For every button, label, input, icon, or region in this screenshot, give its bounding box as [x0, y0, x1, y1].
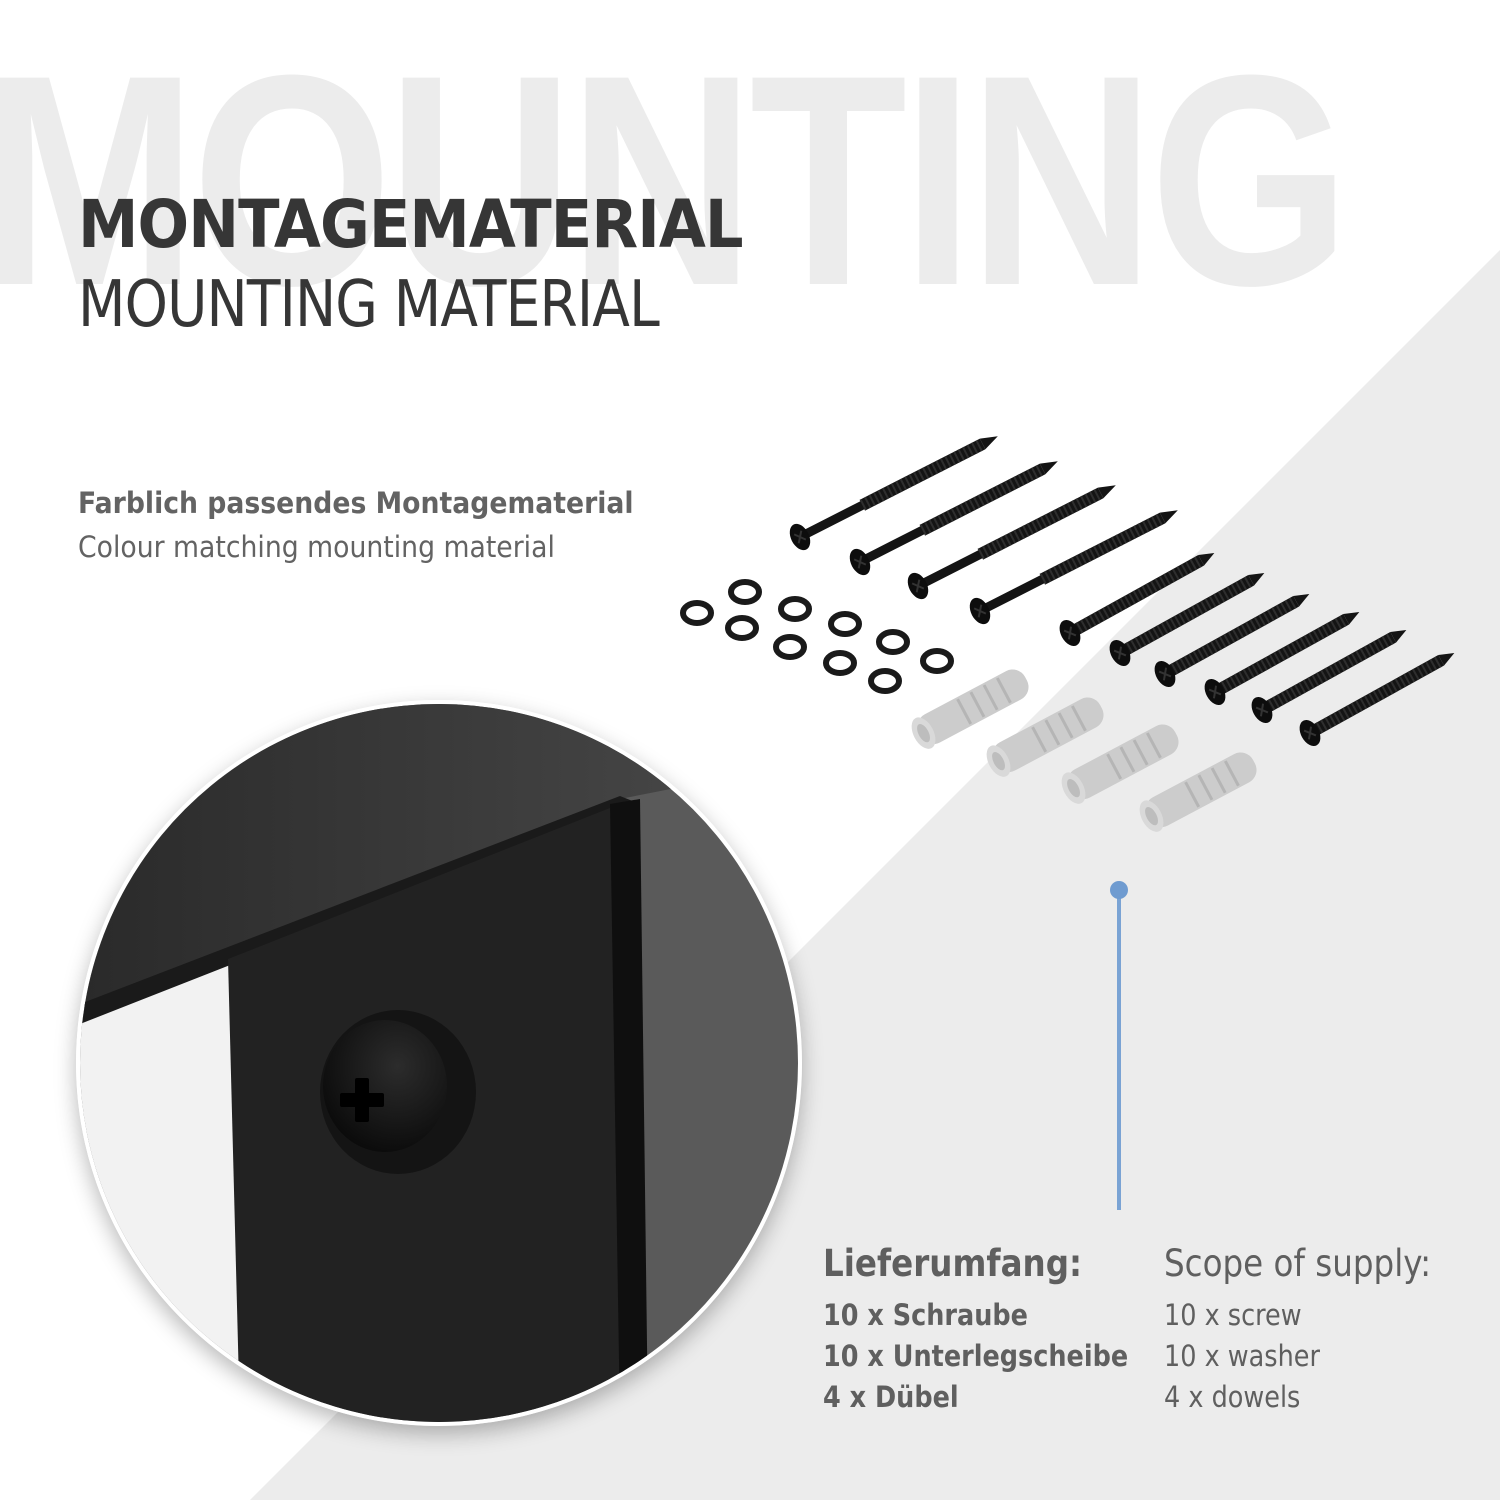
scope-item: 4 x Dübel — [823, 1380, 959, 1414]
page-title-german: MONTAGEMATERIAL — [78, 186, 744, 263]
detail-circle-image — [76, 700, 802, 1426]
page-title-english: MOUNTING MATERIAL — [78, 268, 660, 342]
feature-subtitle-german: Farblich passendes Montagematerial — [78, 486, 634, 520]
washers — [683, 582, 951, 691]
feature-subtitle-english: Colour matching mounting material — [78, 530, 555, 564]
scope-item: 10 x Schraube — [823, 1298, 1028, 1332]
scope-of-supply-english: Scope of supply: 10 x screw 10 x washer … — [1164, 1242, 1468, 1418]
callout-line — [1117, 888, 1121, 1210]
scope-item: 10 x Unterlegscheibe — [823, 1339, 1129, 1373]
scope-heading-german: Lieferumfang: — [823, 1242, 1083, 1285]
short-screws — [1055, 541, 1461, 750]
scope-item: 10 x washer — [1164, 1339, 1320, 1373]
scope-item: 4 x dowels — [1164, 1380, 1301, 1414]
background-watermark: MOUNTING — [0, 12, 1350, 348]
scope-item: 10 x screw — [1164, 1298, 1302, 1332]
scope-of-supply-german: Lieferumfang: 10 x Schraube 10 x Unterle… — [823, 1242, 1170, 1418]
callout-dot — [1110, 881, 1128, 899]
scope-heading-english: Scope of supply: — [1164, 1242, 1432, 1285]
